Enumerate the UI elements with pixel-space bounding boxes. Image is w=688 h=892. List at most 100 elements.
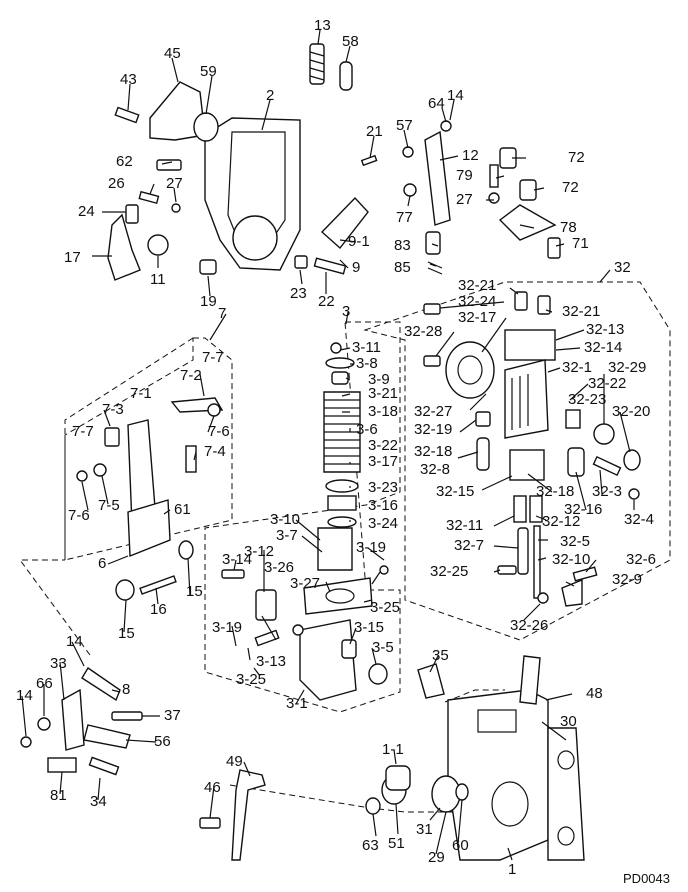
nut-32-19 bbox=[475, 411, 491, 427]
screw-22 bbox=[313, 257, 347, 275]
bolt-72b bbox=[519, 179, 537, 201]
label-64: 64 bbox=[428, 95, 445, 112]
spring-32-23 bbox=[565, 409, 581, 429]
label-59: 59 bbox=[200, 63, 217, 80]
label-32-10: 32-10 bbox=[552, 551, 590, 568]
solenoid-32-1 bbox=[504, 359, 549, 439]
pin-3-12 bbox=[255, 589, 277, 621]
washer-3-26 bbox=[292, 624, 304, 636]
label-62: 62 bbox=[116, 153, 133, 170]
label-9-1: 9-1 bbox=[348, 233, 370, 250]
motor-32-17 bbox=[445, 341, 495, 399]
group-3-outline bbox=[204, 321, 401, 713]
washer-63 bbox=[365, 797, 381, 815]
nut-27 bbox=[171, 203, 181, 213]
label-32-9: 32-9 bbox=[612, 571, 642, 588]
housing-link-line bbox=[444, 689, 505, 703]
label-16: 16 bbox=[150, 601, 167, 618]
label-32-27: 32-27 bbox=[414, 403, 452, 420]
label-7: 7 bbox=[218, 305, 226, 322]
label-3-1: 3-1 bbox=[286, 695, 308, 712]
label-29: 29 bbox=[428, 849, 445, 866]
spring-34 bbox=[88, 756, 120, 776]
gasket-30 bbox=[547, 727, 585, 861]
label-14-top: 14 bbox=[447, 87, 464, 104]
label-23: 23 bbox=[290, 285, 307, 302]
diagram-code: PD0043 bbox=[623, 871, 670, 886]
bolt-71 bbox=[547, 237, 561, 259]
pump-body-1 bbox=[447, 689, 549, 861]
label-32-3: 32-3 bbox=[592, 483, 622, 500]
label-34: 34 bbox=[90, 793, 107, 810]
label-32-22: 32-22 bbox=[588, 375, 626, 392]
label-1-1: 1-1 bbox=[382, 741, 404, 758]
solenoid-fins bbox=[511, 374, 529, 430]
screw-26 bbox=[138, 190, 160, 205]
label-45: 45 bbox=[164, 45, 181, 62]
bushing-15b bbox=[115, 579, 135, 601]
label-32-19: 32-19 bbox=[414, 421, 452, 438]
bolt-46 bbox=[199, 817, 221, 829]
label-32-21a: 32-21 bbox=[458, 277, 496, 294]
spring-32-12 bbox=[529, 495, 543, 523]
spring-7-4 bbox=[185, 445, 197, 473]
lever-61 bbox=[127, 499, 171, 558]
nut-27b bbox=[488, 192, 500, 204]
label-24: 24 bbox=[78, 203, 95, 220]
spring-3-18-coils bbox=[324, 399, 360, 465]
label-8: 8 bbox=[122, 681, 130, 698]
label-3-14: 3-14 bbox=[222, 551, 252, 568]
group-32-outline bbox=[363, 281, 671, 641]
label-15-bottom: 15 bbox=[118, 625, 135, 642]
sleeve-3-16 bbox=[327, 495, 357, 511]
label-31: 31 bbox=[416, 821, 433, 838]
plate-81 bbox=[47, 757, 77, 773]
label-77: 77 bbox=[396, 209, 413, 226]
rod-32-5 bbox=[533, 525, 541, 599]
spring-79 bbox=[489, 164, 499, 188]
label-3-6: 3-6 bbox=[356, 421, 378, 438]
washer-66 bbox=[37, 717, 51, 731]
label-27-left: 27 bbox=[166, 175, 183, 192]
label-3-8: 3-8 bbox=[356, 355, 378, 372]
label-7-6-top: 7-6 bbox=[208, 423, 230, 440]
label-32-5: 32-5 bbox=[560, 533, 590, 550]
clip-35 bbox=[417, 663, 445, 699]
nut-32-4 bbox=[628, 488, 640, 500]
label-81: 81 bbox=[50, 787, 67, 804]
bracket-32-9 bbox=[561, 578, 583, 607]
washer-7-5 bbox=[93, 463, 107, 477]
label-7-7-top: 7-7 bbox=[202, 349, 224, 366]
bolt-32-6 bbox=[572, 566, 598, 582]
bolt-62 bbox=[156, 159, 182, 171]
label-3-23: 3-23 bbox=[368, 479, 398, 496]
clip-14c bbox=[20, 736, 32, 748]
label-22: 22 bbox=[318, 293, 335, 310]
gasket-30-hole-a bbox=[557, 750, 575, 770]
nut-23 bbox=[294, 255, 308, 269]
bolt-32-21a bbox=[514, 291, 528, 311]
pump-body-bore bbox=[491, 781, 529, 827]
label-3-11: 3-11 bbox=[352, 339, 381, 356]
label-32-1: 32-1 bbox=[562, 359, 592, 376]
screw-3-15 bbox=[341, 639, 357, 659]
label-3-21: 3-21 bbox=[368, 385, 398, 402]
label-7-7-left: 7-7 bbox=[72, 423, 94, 440]
pin-32-3 bbox=[592, 455, 622, 477]
label-51: 51 bbox=[388, 835, 405, 852]
lever-33 bbox=[61, 688, 85, 751]
bushing-11 bbox=[147, 234, 169, 256]
label-3: 3 bbox=[342, 303, 350, 320]
label-6: 6 bbox=[98, 555, 106, 572]
label-71: 71 bbox=[572, 235, 589, 252]
clip-7-6 bbox=[76, 470, 88, 482]
label-7-1: 7-1 bbox=[130, 385, 152, 402]
body-3-1 bbox=[299, 619, 357, 701]
bolt-32-28 bbox=[423, 355, 441, 367]
label-12: 12 bbox=[462, 147, 479, 164]
label-32-18b: 32-18 bbox=[536, 483, 574, 500]
label-3-9: 3-9 bbox=[368, 371, 390, 388]
label-13: 13 bbox=[314, 17, 331, 34]
label-32-13: 32-13 bbox=[586, 321, 624, 338]
